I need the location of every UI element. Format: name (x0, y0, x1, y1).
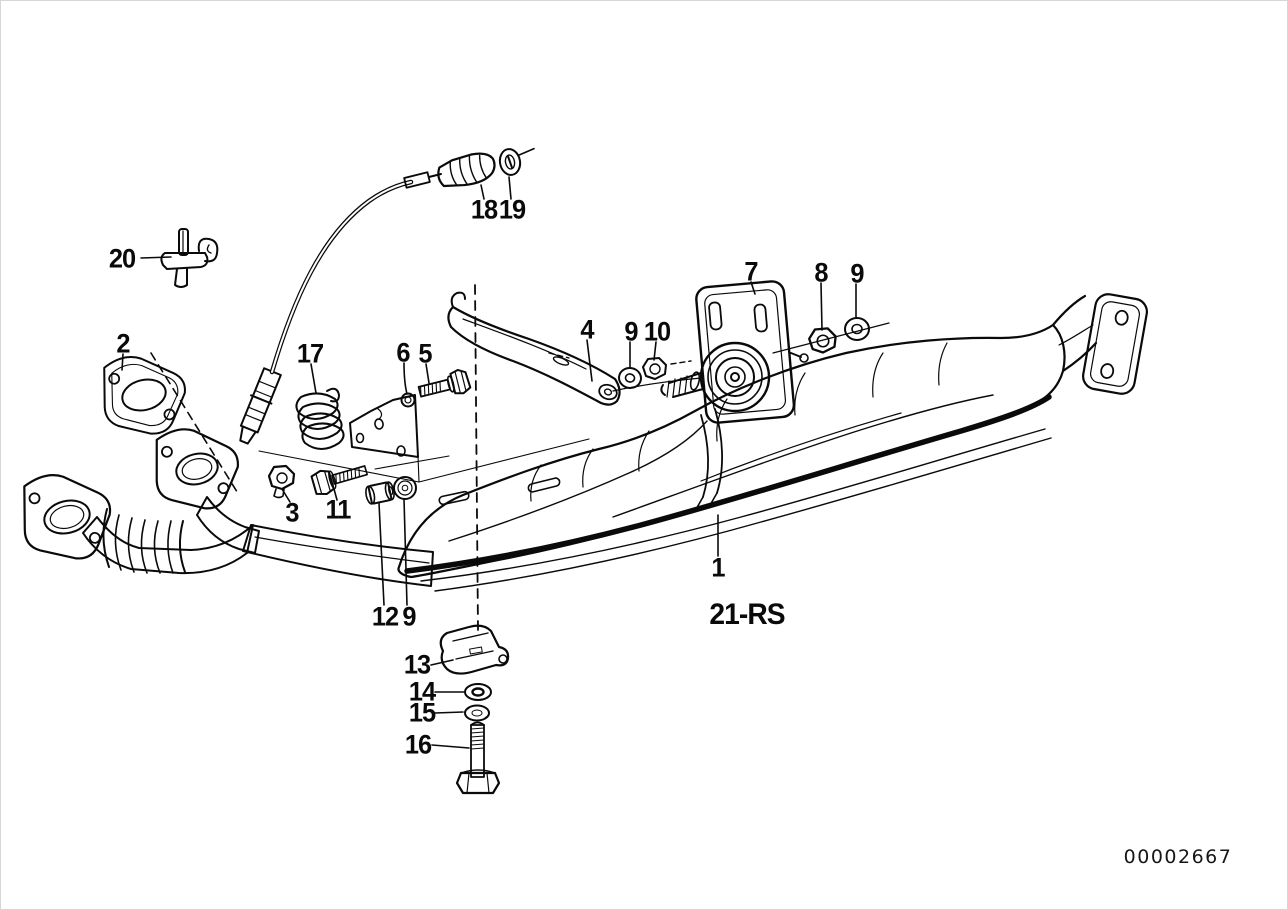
grommet-drawing (498, 147, 535, 176)
hex-nut-10-drawing (642, 357, 667, 380)
mount-slot-drawing (527, 477, 561, 493)
part-callout-17: 17 (296, 338, 324, 369)
mount-bracket-7-drawing (660, 280, 809, 424)
bolt-11-drawing (310, 465, 368, 495)
vertical-alignment-dashed-line (474, 284, 479, 632)
vibration-damper-drawing (660, 341, 771, 413)
part-callout-14: 14 (408, 676, 436, 707)
part-callout-9b: 9 (850, 258, 864, 289)
mount-slot-drawing (438, 490, 470, 506)
bracket-plate-drawing (349, 392, 419, 458)
front-flange-left-drawing (23, 474, 112, 560)
washer-9-rear-drawing (844, 317, 870, 341)
bolt-16-drawing (455, 721, 501, 795)
part-callout-3: 3 (285, 497, 299, 528)
muffler-clamp-band-drawing (692, 408, 723, 512)
part-callout-9a: 9 (624, 316, 638, 347)
nut-12-drawing (365, 481, 395, 505)
bolt-5-drawing (417, 368, 472, 398)
part-callout-8: 8 (814, 257, 828, 288)
hex-nut-8-drawing (808, 327, 837, 354)
part-callout-20: 20 (108, 243, 136, 274)
part-callout-9c: 9 (402, 601, 416, 632)
part-callout-15: 15 (408, 697, 436, 728)
outlet-flange-drawing (1051, 293, 1148, 395)
bracket-stud-axis (772, 322, 890, 354)
pipe-clamp-drawing (160, 228, 219, 288)
part-callout-13: 13 (403, 649, 431, 680)
cable-connector-drawing (437, 152, 496, 188)
leader-lines (121, 176, 857, 749)
part-callout-18: 18 (470, 194, 498, 225)
part-callout-4: 4 (580, 314, 594, 345)
support-bracket-drawing (447, 291, 621, 406)
rubber-mount-drawing (295, 387, 345, 450)
flex-bellows-drawing (102, 508, 186, 574)
part-callout-11: 11 (325, 494, 352, 525)
hex-nut-3-drawing (267, 464, 296, 499)
part-callout-16: 16 (404, 729, 432, 760)
muffler-body-drawing (397, 323, 1066, 592)
exhaust-gasket-drawing (103, 356, 186, 435)
front-flange-right-drawing (155, 428, 239, 510)
part-callout-12: 12 (371, 601, 399, 632)
front-pipe-drawing (23, 428, 434, 587)
part-callout-10: 10 (643, 316, 671, 347)
construction-lines (258, 352, 692, 483)
gasket-alignment-dashed-line (150, 352, 240, 496)
document-number: 00002667 (1123, 846, 1233, 868)
clamp-bracket-13-drawing (439, 624, 510, 675)
washer-9-front-drawing (618, 366, 642, 390)
part-callout-19: 19 (498, 194, 526, 225)
part-callout-5: 5 (418, 338, 432, 369)
oxygen-sensor-cable-drawing (239, 152, 496, 445)
washer-14-drawing (464, 683, 492, 701)
part-callout-7: 7 (744, 256, 758, 287)
part-callout-1: 1 (711, 552, 725, 583)
washer-9-lower-drawing (393, 476, 417, 500)
lock-washer-15-drawing (464, 704, 490, 722)
variant-code-label: 21-RS (709, 598, 785, 631)
part-callout-6: 6 (396, 337, 410, 368)
part-callout-2: 2 (116, 328, 130, 359)
